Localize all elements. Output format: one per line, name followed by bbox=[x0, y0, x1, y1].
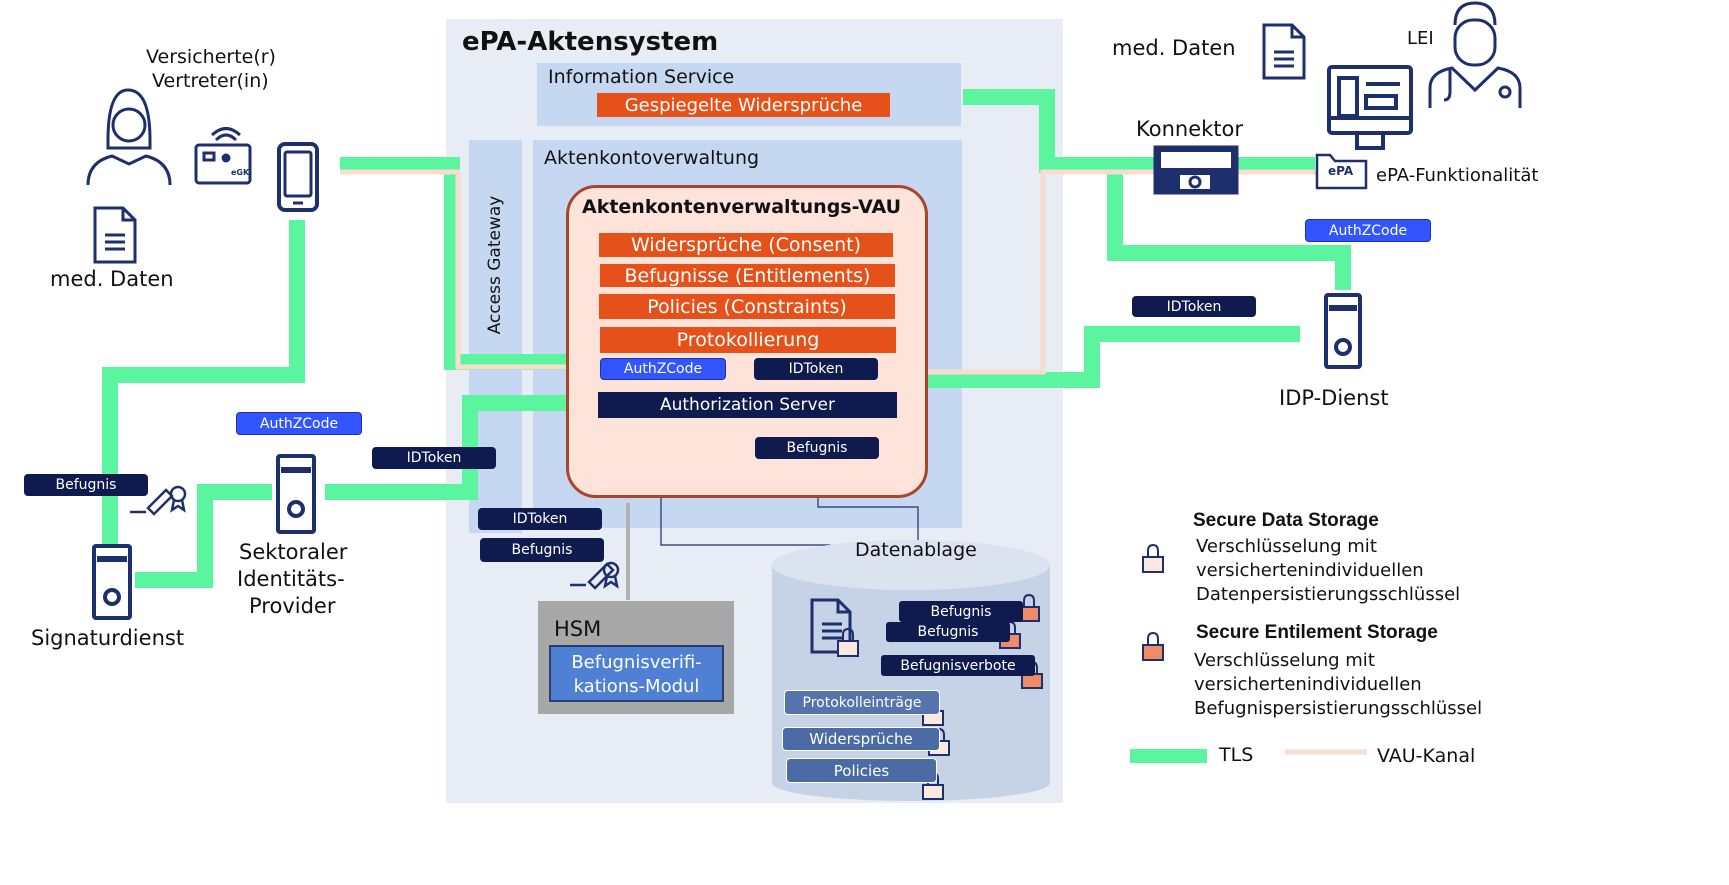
hsm-title: HSM bbox=[554, 617, 602, 641]
egk-label: eGK bbox=[231, 168, 250, 177]
egk-card-icon bbox=[194, 127, 252, 185]
vertreter-label: Vertreter(in) bbox=[152, 70, 269, 92]
insured-person-icon bbox=[86, 88, 172, 186]
sektoraler-label-2: Identitäts- bbox=[237, 567, 345, 591]
legend-ses-line2: versichertenindividuellen bbox=[1194, 674, 1422, 695]
vau-item-protokollierung: Protokollierung bbox=[600, 327, 896, 353]
vau-befugnis: Befugnis bbox=[755, 437, 879, 459]
epa-badge: ePA bbox=[1328, 164, 1354, 178]
vau-title: Aktenkontenverwaltungs-VAU bbox=[582, 196, 902, 218]
tls-line-idp bbox=[888, 326, 1300, 388]
legend-tls-label: TLS bbox=[1219, 744, 1254, 766]
konnektor-label: Konnektor bbox=[1136, 117, 1243, 141]
authorization-server: Authorization Server bbox=[598, 392, 897, 418]
versicherte-label: Versicherte(r) bbox=[146, 46, 276, 68]
legend-ses-line1: Verschlüsselung mit bbox=[1194, 650, 1375, 671]
signaturdienst-label: Signaturdienst bbox=[31, 626, 185, 650]
epa-folder-icon bbox=[1315, 153, 1368, 190]
left-authzcode: AuthZCode bbox=[236, 412, 362, 435]
med-daten-document-icon bbox=[93, 206, 137, 264]
vau-authzcode: AuthZCode bbox=[600, 358, 726, 380]
right-authzcode: AuthZCode bbox=[1305, 219, 1431, 242]
storage-protokolleintraege: Protokolleinträge bbox=[784, 690, 940, 715]
vau-item-widersprueche: Widersprüche (Consent) bbox=[599, 233, 893, 257]
left-befugnis: Befugnis bbox=[24, 474, 148, 496]
tls-line-idp-konnektor bbox=[1107, 165, 1351, 290]
left-idtoken: IDToken bbox=[372, 447, 496, 469]
idp-dienst-server-icon bbox=[1324, 293, 1362, 369]
smartphone-icon bbox=[277, 142, 319, 212]
right-med-daten-document-icon bbox=[1262, 23, 1306, 80]
tls-line-phone bbox=[340, 157, 568, 370]
storage-policies: Policies bbox=[786, 758, 937, 783]
legend-sds-line3: Datenpersistierungsschlüssel bbox=[1196, 584, 1461, 605]
system-title: ePA-Aktensystem bbox=[462, 27, 719, 57]
sektoraler-label-3: Provider bbox=[249, 594, 336, 618]
right-med-daten-label: med. Daten bbox=[1112, 36, 1236, 60]
bottom-idtoken: IDToken bbox=[478, 508, 602, 530]
signature-pen-icon-bottom bbox=[570, 561, 620, 590]
tls-line-signatur-phone bbox=[102, 220, 305, 545]
signaturdienst-server-icon bbox=[92, 544, 132, 620]
vau-channel-phone bbox=[340, 169, 568, 370]
storage-document-icon bbox=[810, 598, 852, 654]
storage-befugnisverbote: Befugnisverbote bbox=[881, 655, 1035, 676]
right-idtoken: IDToken bbox=[1132, 296, 1256, 317]
doctor-icon bbox=[1428, 1, 1522, 108]
legend-ses-title: Secure Entilement Storage bbox=[1196, 622, 1438, 643]
lei-label: LEI bbox=[1407, 28, 1434, 49]
hsm-module-line2: kations-Modul bbox=[573, 676, 700, 697]
legend-sds-line2: versichertenindividuellen bbox=[1196, 560, 1424, 581]
aktenkontoverwaltung-title: Aktenkontoverwaltung bbox=[544, 147, 760, 169]
vau-item-befugnisse: Befugnisse (Entitlements) bbox=[600, 264, 895, 287]
vau-idtoken: IDToken bbox=[754, 358, 878, 380]
legend-sds-title: Secure Data Storage bbox=[1193, 510, 1379, 531]
bottom-befugnis: Befugnis bbox=[480, 538, 604, 562]
storage-befugnis-1: Befugnis bbox=[899, 601, 1023, 622]
vau-item-policies: Policies (Constraints) bbox=[599, 294, 895, 319]
left-med-daten-label: med. Daten bbox=[50, 267, 174, 291]
sektoraler-label-1: Sektoraler bbox=[239, 540, 348, 564]
gespiegelte-widersprueche: Gespiegelte Widersprüche bbox=[597, 93, 890, 117]
epa-funktionalitaet-label: ePA-Funktionalität bbox=[1376, 165, 1539, 186]
hsm-module-line1: Befugnisverifi- bbox=[571, 652, 702, 673]
signature-pen-icon-left bbox=[130, 485, 187, 516]
sektoraler-idp-server-icon bbox=[276, 454, 316, 534]
legend-sds-line1: Verschlüsselung mit bbox=[1196, 536, 1377, 557]
storage-widersprueche: Widersprüche bbox=[782, 727, 940, 751]
idp-dienst-label: IDP-Dienst bbox=[1279, 386, 1389, 410]
access-gateway-label: Access Gateway bbox=[485, 195, 505, 335]
storage-befugnis-2: Befugnis bbox=[886, 622, 1010, 642]
legend-vau-kanal-label: VAU-Kanal bbox=[1377, 745, 1476, 767]
datenablage-title: Datenablage bbox=[855, 539, 977, 561]
tls-line-signatur-sektoral bbox=[135, 484, 272, 588]
konnektor-icon bbox=[1153, 145, 1239, 195]
computer-monitor-icon bbox=[1327, 65, 1413, 150]
information-service-title: Information Service bbox=[548, 66, 735, 88]
legend-ses-line3: Befugnispersistierungsschlüssel bbox=[1194, 698, 1483, 719]
befugnisverifikations-modul: Befugnisverifi- kations-Modul bbox=[549, 645, 724, 702]
